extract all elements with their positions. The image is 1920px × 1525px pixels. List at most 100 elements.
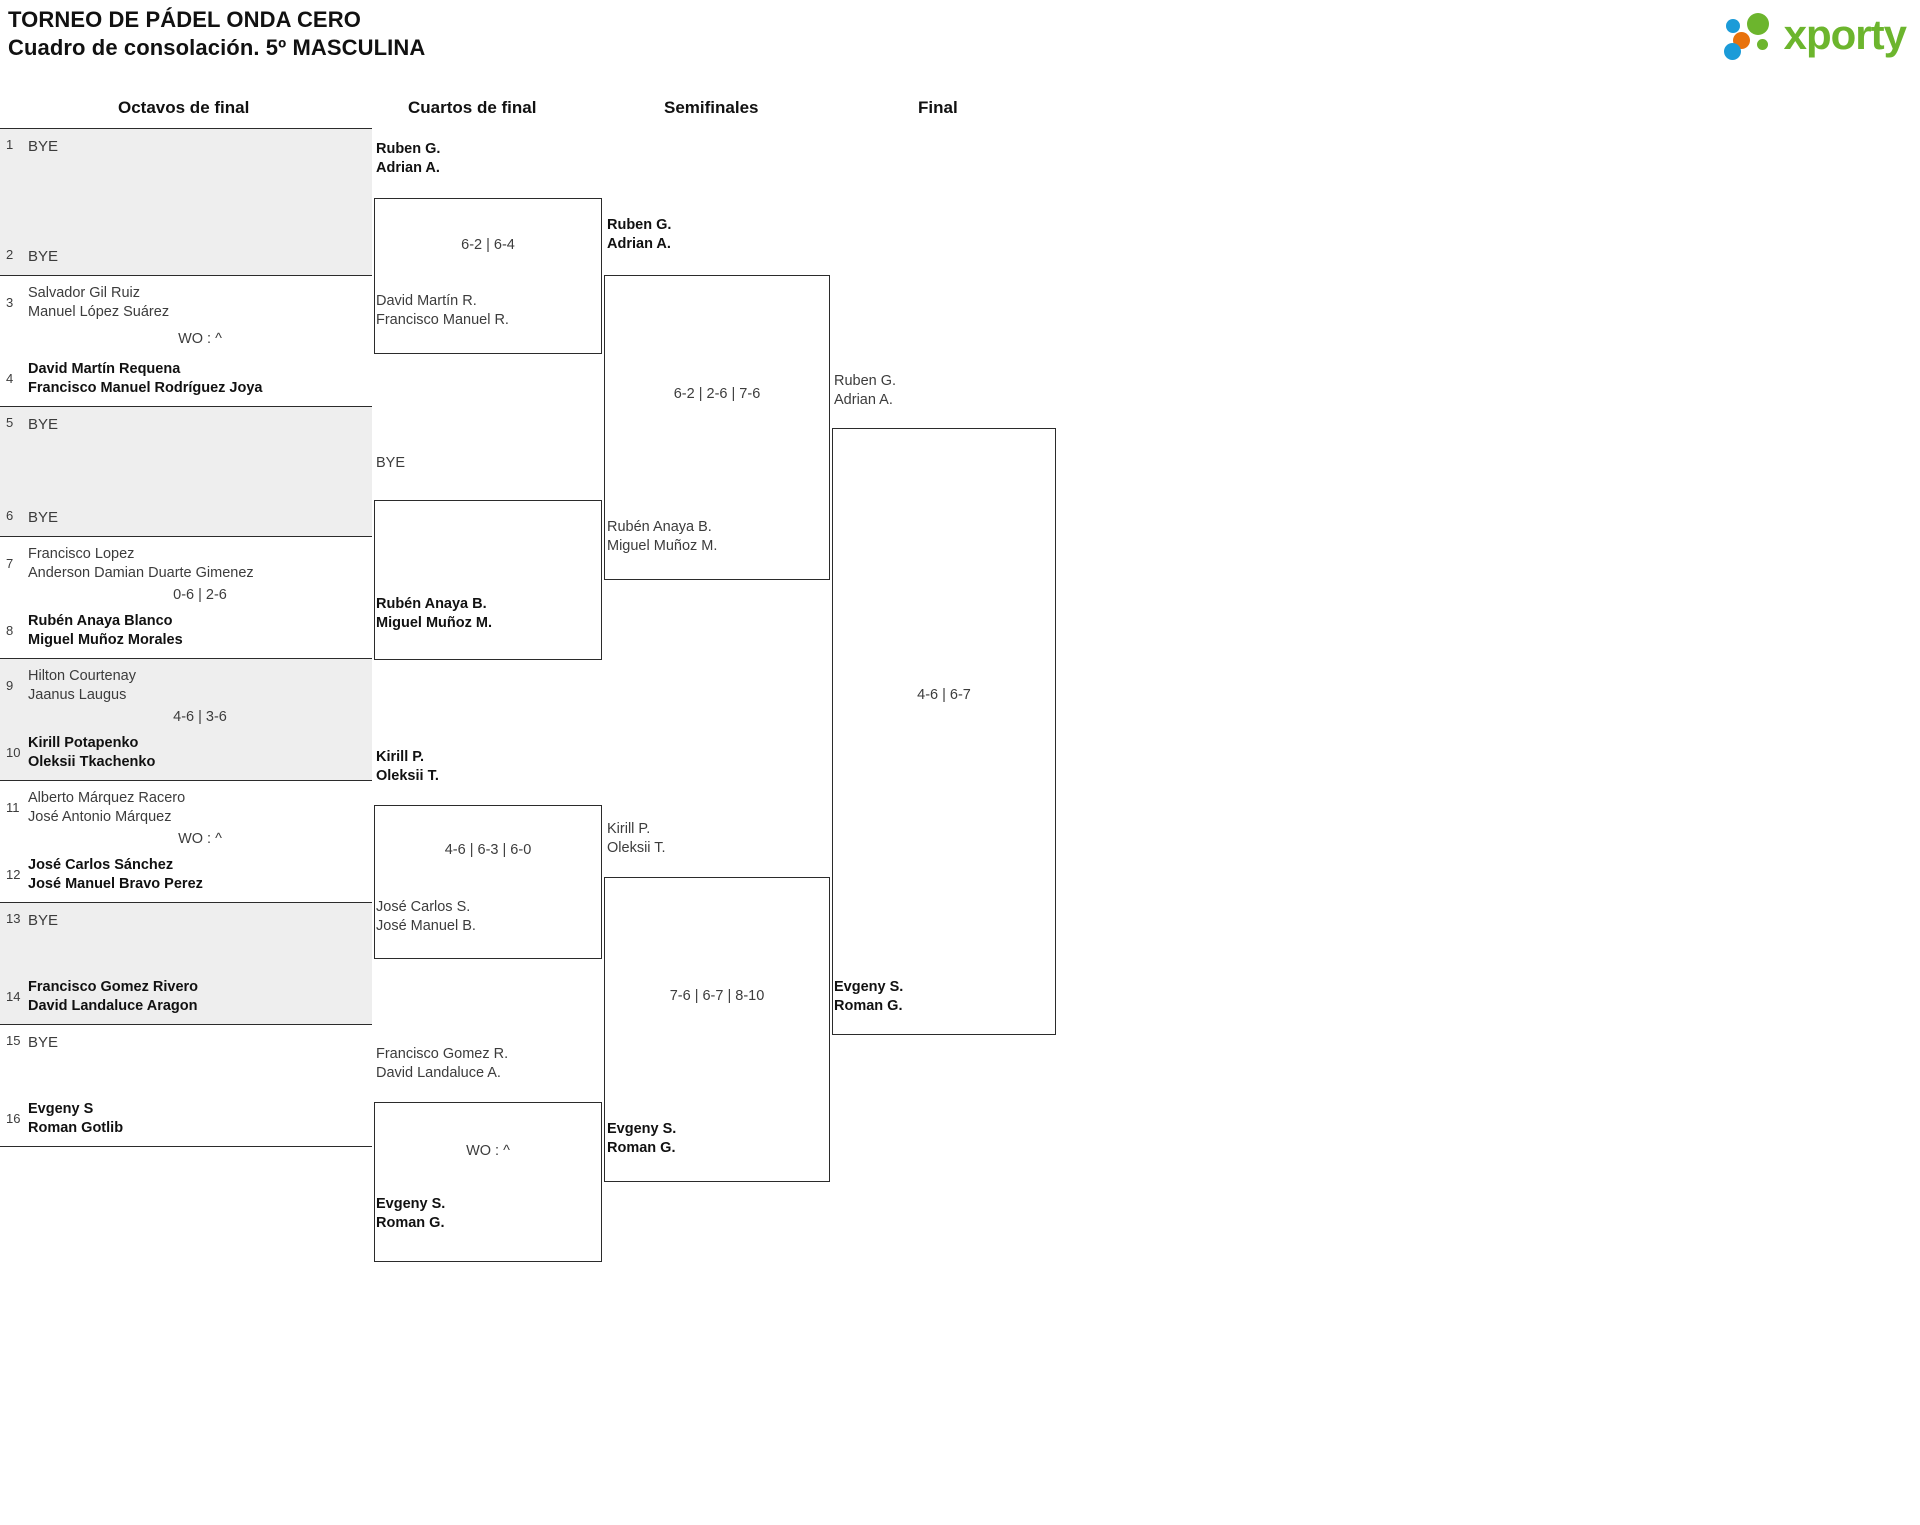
team-label: David Martín Requena Francisco Manuel Ro… (28, 361, 263, 396)
logo-dot-blue-top-icon (1725, 19, 1740, 33)
r2-match-2-team-top[interactable]: BYE (376, 455, 406, 471)
team-label: Kirill Potapenko Oleksii Tkachenko (28, 735, 156, 770)
r2-match-1-score: 6-2 | 6-4 (461, 237, 515, 253)
r3-match-2-team-bottom[interactable]: Evgeny S. Roman G. (607, 1121, 677, 1156)
r2-match-1-team-bottom[interactable]: David Martín R. Francisco Manuel R. (376, 293, 509, 328)
team-label: Francisco Gomez Rivero David Landaluce A… (28, 979, 199, 1014)
r3-match-2-connector[interactable]: 7-6 | 6-7 | 8-10 (604, 877, 830, 1182)
r2-match-2-connector[interactable] (374, 500, 602, 660)
r4-final-team-bottom[interactable]: Evgeny S. Roman G. (834, 979, 904, 1014)
round-header-cuartos: Cuartos de final (408, 98, 537, 117)
r3-match-2-team-top[interactable]: Kirill P. Oleksii T. (607, 821, 666, 856)
r1-match-8-slot-bottom[interactable]: 16 Evgeny S Roman Gotlib (0, 1100, 372, 1138)
r1-match-4[interactable]: 7 Francisco Lopez Anderson Damian Duarte… (0, 537, 372, 659)
r1-match-6-score: WO : ^ (178, 831, 222, 847)
team-label: Evgeny S Roman Gotlib (28, 1101, 124, 1136)
r2-match-4-team-top[interactable]: Francisco Gomez R. David Landaluce A. (376, 1046, 509, 1081)
r2-match-3-team-top[interactable]: Kirill P. Oleksii T. (376, 749, 439, 784)
seed-number: 1 (6, 137, 14, 152)
r3-match-1-team-bottom[interactable]: Rubén Anaya B. Miguel Muñoz M. (607, 519, 718, 554)
seed-number: 3 (6, 295, 14, 310)
r1-match-2-slot-bottom[interactable]: 4 David Martín Requena Francisco Manuel … (0, 360, 372, 398)
r1-match-6-slot-top[interactable]: 11 Alberto Márquez Racero José Antonio M… (0, 789, 372, 827)
seed-number: 6 (6, 508, 14, 523)
r2-match-4-connector[interactable]: WO : ^ (374, 1102, 602, 1262)
r2-match-3-team-bottom[interactable]: José Carlos S. José Manuel B. (376, 899, 476, 934)
r3-match-1-score: 6-2 | 2-6 | 7-6 (673, 386, 761, 402)
team-label: Rubén Anaya Blanco Miguel Muñoz Morales (28, 613, 183, 648)
r4-final-score: 4-6 | 6-7 (917, 687, 971, 703)
r2-match-4-team-bottom[interactable]: Evgeny S. Roman G. (376, 1196, 446, 1231)
r1-match-7-slot-top[interactable]: 13 BYE (0, 911, 372, 931)
r1-match-8[interactable]: 15 BYE 16 Evgeny S Roman Gotlib (0, 1025, 372, 1147)
r1-match-2-score: WO : ^ (178, 331, 222, 347)
xporty-logo: xporty (1723, 8, 1907, 62)
r2-match-4-score: WO : ^ (466, 1143, 510, 1159)
logo-wordmark: xporty (1783, 11, 1907, 58)
r1-match-6[interactable]: 11 Alberto Márquez Racero José Antonio M… (0, 781, 372, 903)
seed-number: 10 (6, 745, 21, 760)
r1-match-8-slot-top[interactable]: 15 BYE (0, 1033, 372, 1053)
r1-match-3[interactable]: 5 BYE 6 BYE (0, 407, 372, 537)
round-octavos-de-final: 1 BYE 2 BYE 3 Salvador Gil Ruiz Manuel L… (0, 128, 372, 1147)
r1-match-5-score: 4-6 | 3-6 (173, 709, 227, 725)
r2-match-3-score: 4-6 | 6-3 | 6-0 (444, 842, 532, 858)
team-label: BYE (28, 138, 59, 155)
logo-dot-blue-bottom-icon (1723, 43, 1741, 60)
bracket-subtitle: Cuadro de consolación. 5º MASCULINA (8, 35, 426, 60)
r1-match-4-slot-bottom[interactable]: 8 Rubén Anaya Blanco Miguel Muñoz Morale… (0, 612, 372, 650)
r1-match-3-slot-top[interactable]: 5 BYE (0, 415, 372, 435)
r1-match-1-slot-top[interactable]: 1 BYE (0, 137, 372, 157)
r1-match-2-slot-top[interactable]: 3 Salvador Gil Ruiz Manuel López Suárez (0, 284, 372, 322)
tournament-title: TORNEO DE PÁDEL ONDA CERO (8, 7, 361, 32)
r2-match-2-team-bottom[interactable]: Rubén Anaya B. Miguel Muñoz M. (376, 596, 492, 631)
team-label: BYE (28, 509, 59, 526)
team-label: José Carlos Sánchez José Manuel Bravo Pe… (28, 857, 203, 892)
r1-match-2[interactable]: 3 Salvador Gil Ruiz Manuel López Suárez … (0, 276, 372, 407)
r3-match-2-score: 7-6 | 6-7 | 8-10 (669, 988, 765, 1004)
round-header-final: Final (918, 98, 958, 117)
r3-match-1-connector[interactable]: 6-2 | 2-6 | 7-6 (604, 275, 830, 580)
logo-dots-icon (1723, 11, 1780, 60)
r4-final-connector[interactable]: 4-6 | 6-7 (832, 428, 1056, 1035)
seed-number: 2 (6, 247, 14, 262)
seed-number: 5 (6, 415, 14, 430)
round-header-semifinales: Semifinales (664, 98, 759, 117)
team-label: Hilton Courtenay Jaanus Laugus (28, 668, 136, 703)
r1-match-5[interactable]: 9 Hilton Courtenay Jaanus Laugus 4-6 | 3… (0, 659, 372, 781)
seed-number: 16 (6, 1111, 21, 1126)
logo-dot-green-small-icon (1756, 39, 1768, 50)
seed-number: 14 (6, 989, 21, 1004)
logo-dot-green-large-icon (1746, 13, 1769, 35)
r3-match-1-team-top[interactable]: Ruben G. Adrian A. (607, 217, 672, 252)
r1-match-1-slot-bottom[interactable]: 2 BYE (0, 247, 372, 267)
team-label: BYE (28, 248, 59, 265)
page-title: TORNEO DE PÁDEL ONDA CERO Cuadro de cons… (8, 6, 425, 62)
team-label: Salvador Gil Ruiz Manuel López Suárez (28, 285, 170, 320)
r1-match-4-slot-top[interactable]: 7 Francisco Lopez Anderson Damian Duarte… (0, 545, 372, 583)
team-label: Francisco Lopez Anderson Damian Duarte G… (28, 546, 254, 581)
seed-number: 15 (6, 1033, 21, 1048)
r1-match-4-score: 0-6 | 2-6 (173, 587, 227, 603)
r4-final-team-top[interactable]: Ruben G. Adrian A. (834, 373, 897, 408)
seed-number: 4 (6, 371, 14, 386)
seed-number: 9 (6, 678, 14, 693)
r2-match-1-team-top[interactable]: Ruben G. Adrian A. (376, 141, 441, 176)
seed-number: 13 (6, 911, 21, 926)
team-label: BYE (28, 416, 59, 433)
r2-match-1-connector[interactable]: 6-2 | 6-4 (374, 198, 602, 354)
team-label: BYE (28, 912, 59, 929)
r1-match-3-slot-bottom[interactable]: 6 BYE (0, 508, 372, 528)
r1-match-5-slot-top[interactable]: 9 Hilton Courtenay Jaanus Laugus (0, 667, 372, 705)
seed-number: 7 (6, 556, 14, 571)
r1-match-1[interactable]: 1 BYE 2 BYE (0, 129, 372, 276)
seed-number: 11 (6, 800, 20, 815)
r2-match-3-connector[interactable]: 4-6 | 6-3 | 6-0 (374, 805, 602, 959)
r1-match-6-slot-bottom[interactable]: 12 José Carlos Sánchez José Manuel Bravo… (0, 856, 372, 894)
team-label: BYE (28, 1034, 59, 1051)
seed-number: 12 (6, 867, 21, 882)
r1-match-7[interactable]: 13 BYE 14 Francisco Gomez Rivero David L… (0, 903, 372, 1025)
r1-match-5-slot-bottom[interactable]: 10 Kirill Potapenko Oleksii Tkachenko (0, 734, 372, 772)
r1-match-7-slot-bottom[interactable]: 14 Francisco Gomez Rivero David Landaluc… (0, 978, 372, 1016)
seed-number: 8 (6, 623, 14, 638)
